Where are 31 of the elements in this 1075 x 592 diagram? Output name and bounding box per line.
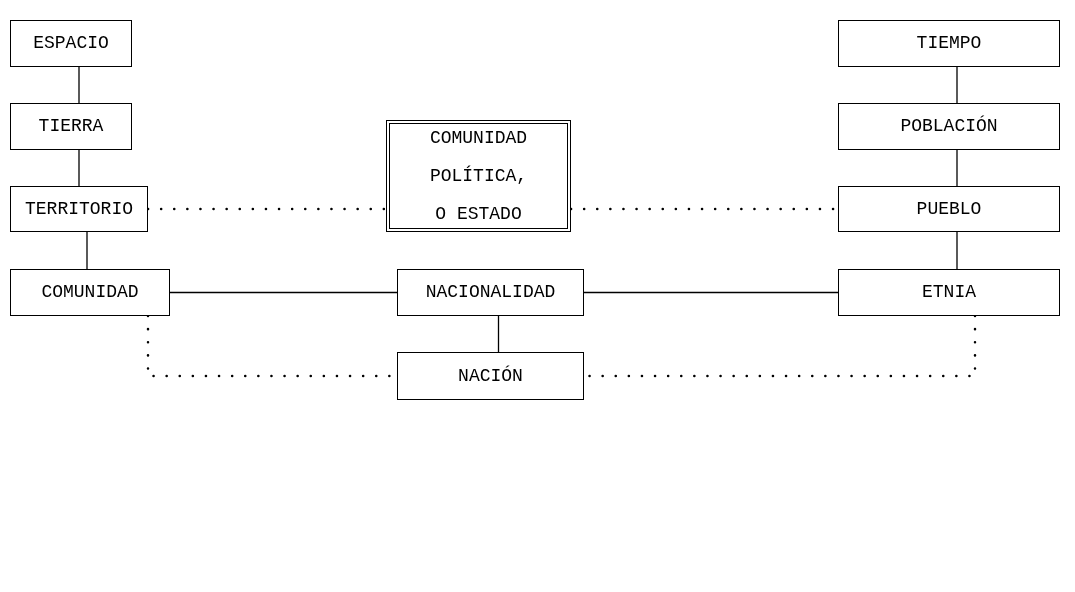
term-box — [10, 103, 132, 150]
connector-line — [956, 66, 958, 104]
connector-line — [583, 291, 839, 294]
term-label: ESPACIO — [33, 32, 109, 55]
term-box — [838, 20, 1060, 67]
term-box — [397, 352, 584, 400]
term-label: TIEMPO — [916, 32, 982, 55]
term-box — [838, 103, 1060, 150]
term-box — [10, 20, 132, 67]
connector-line — [169, 291, 398, 294]
term-label: NACIONALIDAD — [425, 281, 556, 304]
term-label: NACIÓN — [458, 364, 523, 388]
connector-line — [956, 231, 958, 270]
connector-line — [78, 66, 80, 104]
term-label: TERRITORIO — [25, 197, 133, 221]
term-box — [838, 269, 1060, 316]
term-box — [397, 269, 584, 316]
term-label: ETNIA — [922, 281, 976, 304]
connector-line — [956, 149, 958, 187]
term-label: COMUNIDAD POLÍTICA, O ESTADO — [428, 127, 529, 226]
term-label: PUEBLO — [916, 197, 982, 221]
term-box — [838, 186, 1060, 232]
term-label: COMUNIDAD — [41, 281, 139, 304]
connector-line — [86, 231, 88, 270]
connector-line — [78, 149, 80, 187]
term-label: TIERRA — [38, 115, 104, 138]
term-box — [10, 269, 170, 316]
connector-line — [497, 315, 500, 353]
term-box — [386, 120, 571, 232]
term-label: POBLACIÓN — [900, 115, 998, 138]
term-box — [10, 186, 148, 232]
